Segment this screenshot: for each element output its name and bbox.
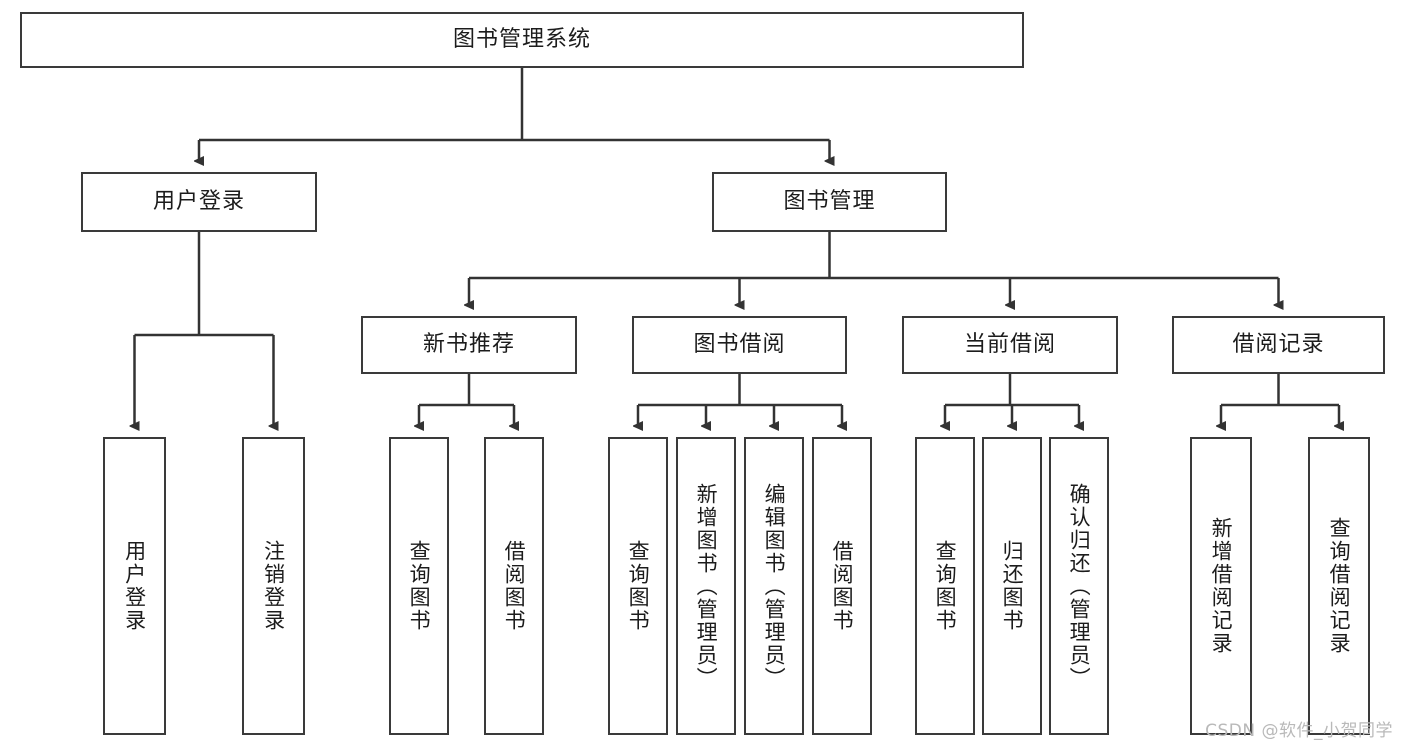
node-book-borrow[interactable]: 图书借阅 bbox=[632, 316, 847, 374]
node-leaf-user-logout[interactable]: 注销登录 bbox=[242, 437, 305, 735]
node-new-book-rec[interactable]: 新书推荐 bbox=[361, 316, 577, 374]
node-label: 新增借阅记录 bbox=[1209, 517, 1234, 655]
edge-path-group bbox=[135, 68, 1340, 426]
node-leaf-bb-query[interactable]: 查询图书 bbox=[608, 437, 668, 735]
node-label: 用户登录 bbox=[122, 540, 147, 632]
node-user-login[interactable]: 用户登录 bbox=[81, 172, 317, 232]
node-label: 查询借阅记录 bbox=[1327, 517, 1352, 655]
node-label: 图书管理 bbox=[783, 188, 876, 214]
node-label: 归还图书 bbox=[1000, 540, 1025, 632]
node-label: 新增图书（管理员） bbox=[694, 482, 719, 690]
node-leaf-br-add[interactable]: 新增借阅记录 bbox=[1190, 437, 1252, 735]
node-label: 借阅记录 bbox=[1232, 331, 1325, 357]
node-leaf-cb-confirm[interactable]: 确认归还（管理员） bbox=[1049, 437, 1109, 735]
node-leaf-cb-return[interactable]: 归还图书 bbox=[982, 437, 1042, 735]
node-label: 编辑图书（管理员） bbox=[762, 482, 787, 690]
node-label: 借阅图书 bbox=[502, 540, 527, 632]
node-label: 查询图书 bbox=[933, 540, 958, 632]
node-borrow-record[interactable]: 借阅记录 bbox=[1172, 316, 1385, 374]
node-book-manage[interactable]: 图书管理 bbox=[712, 172, 947, 232]
node-leaf-cb-query[interactable]: 查询图书 bbox=[915, 437, 975, 735]
node-label: 图书借阅 bbox=[693, 331, 786, 357]
node-current-borrow[interactable]: 当前借阅 bbox=[902, 316, 1118, 374]
node-root[interactable]: 图书管理系统 bbox=[20, 12, 1024, 68]
node-leaf-bb-borrow[interactable]: 借阅图书 bbox=[812, 437, 872, 735]
node-label: 确认归还（管理员） bbox=[1067, 482, 1092, 690]
node-leaf-br-query[interactable]: 查询借阅记录 bbox=[1308, 437, 1370, 735]
node-leaf-rec-borrow[interactable]: 借阅图书 bbox=[484, 437, 544, 735]
node-label: 新书推荐 bbox=[422, 331, 515, 357]
node-label: 查询图书 bbox=[626, 540, 651, 632]
node-label: 图书管理系统 bbox=[452, 26, 591, 52]
node-label: 注销登录 bbox=[261, 540, 286, 632]
node-label: 当前借阅 bbox=[963, 331, 1056, 357]
node-leaf-bb-add[interactable]: 新增图书（管理员） bbox=[676, 437, 736, 735]
node-label: 借阅图书 bbox=[830, 540, 855, 632]
node-label: 查询图书 bbox=[407, 540, 432, 632]
node-label: 用户登录 bbox=[152, 188, 245, 214]
node-leaf-rec-query[interactable]: 查询图书 bbox=[389, 437, 449, 735]
node-leaf-bb-edit[interactable]: 编辑图书（管理员） bbox=[744, 437, 804, 735]
node-leaf-user-login[interactable]: 用户登录 bbox=[103, 437, 166, 735]
